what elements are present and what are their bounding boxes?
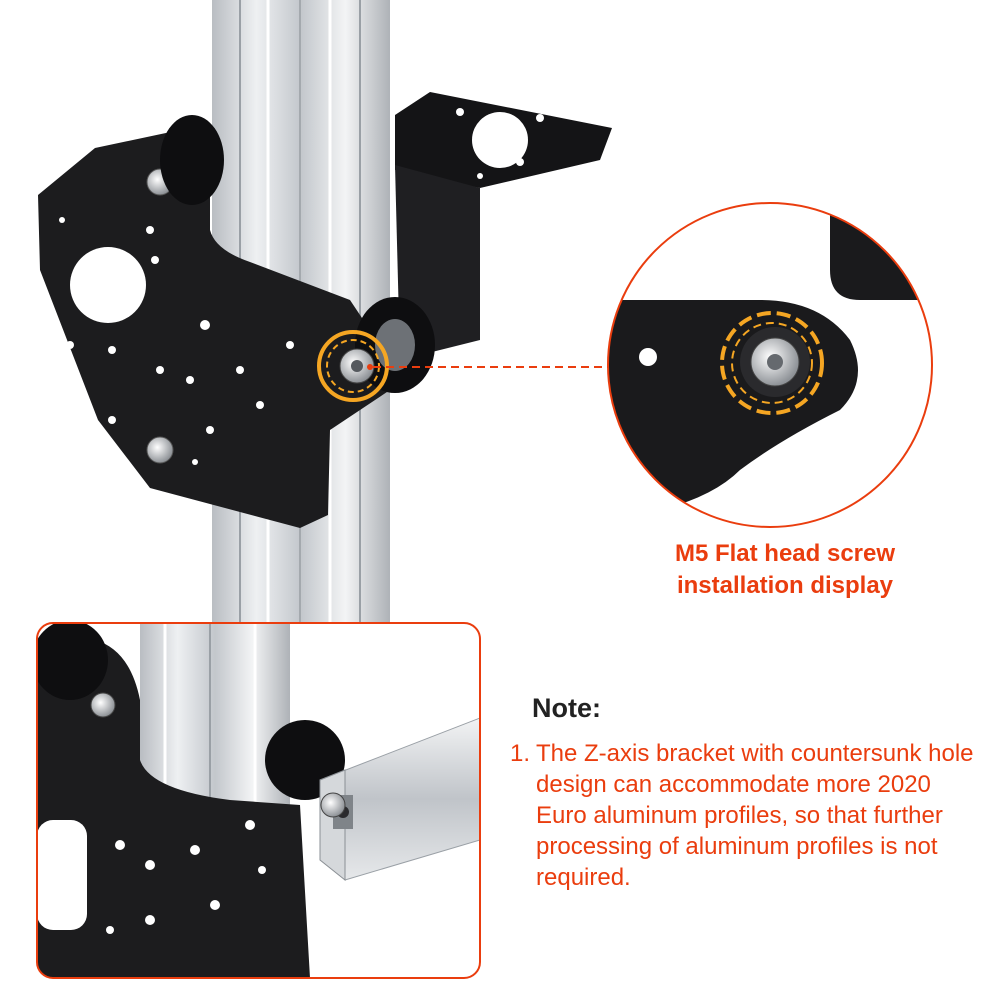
callout-pointer: [367, 364, 608, 370]
note-item-number: 1.: [510, 740, 531, 767]
callout-caption: M5 Flat head screw installation display: [640, 538, 930, 602]
callout-line-1: M5 Flat head screw: [674, 540, 896, 567]
zoom-detail-circle: [607, 202, 933, 528]
note-item-text: The Z-axis bracket with countersunk hole…: [536, 740, 974, 891]
note-title: Note:: [532, 693, 601, 723]
v-wheel-top: [160, 115, 224, 205]
callout-line-2: installation display: [676, 572, 894, 599]
detail-panel: [36, 622, 481, 979]
z-axis-bracket-plate: [38, 130, 390, 528]
